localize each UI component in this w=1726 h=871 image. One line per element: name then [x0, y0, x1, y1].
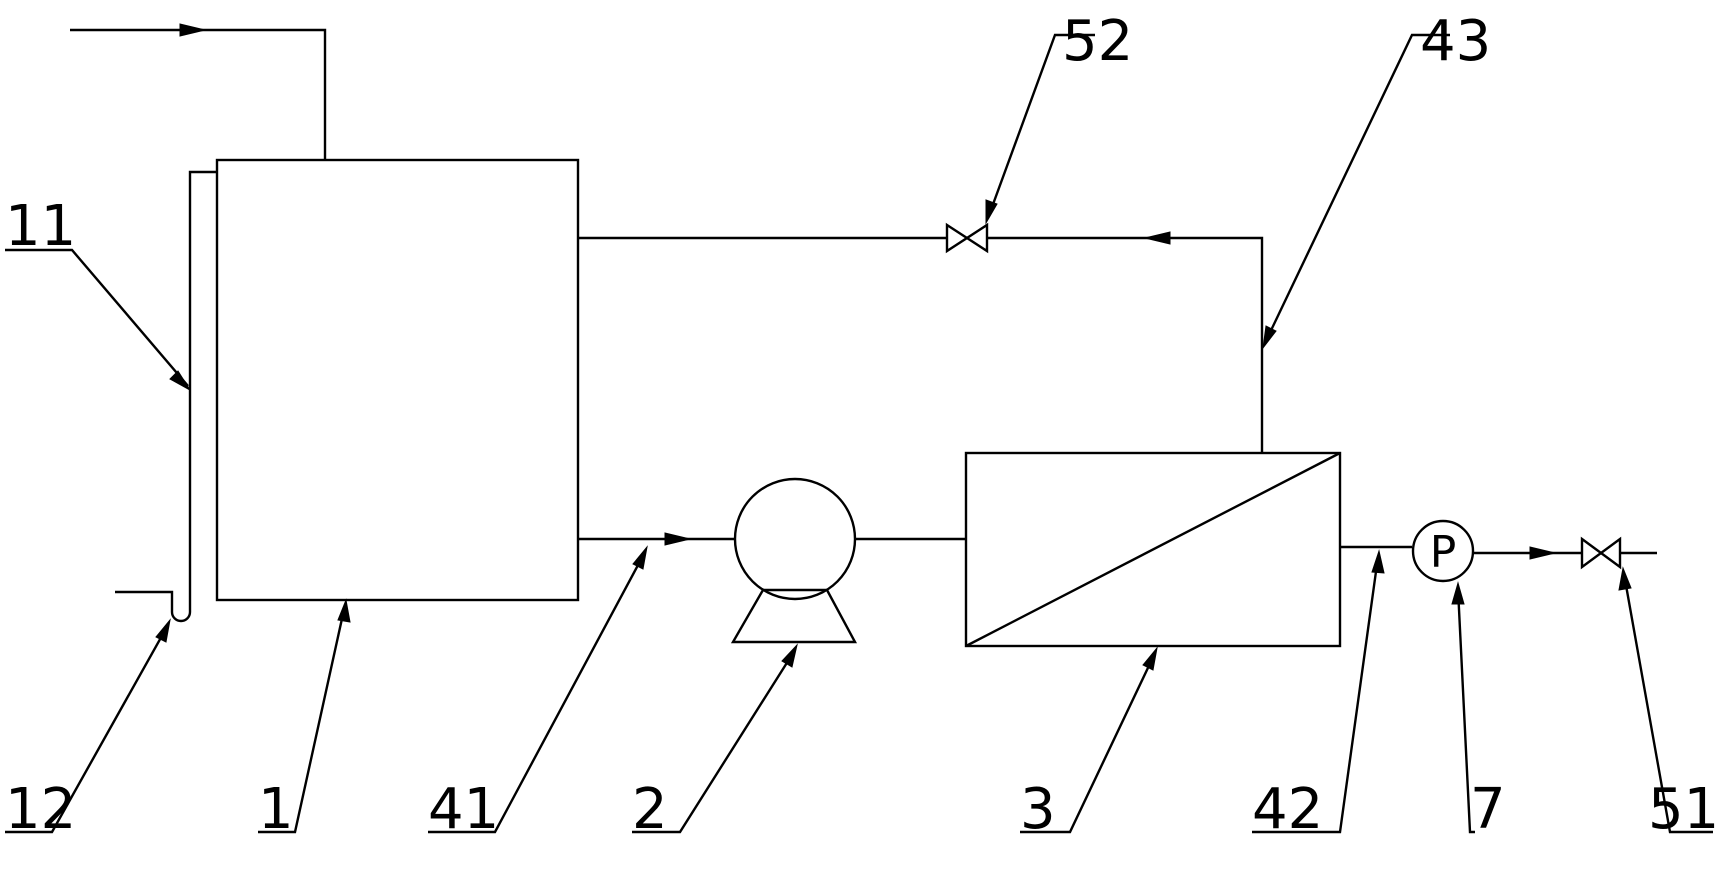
leader-41 — [428, 551, 647, 834]
leader-2 — [632, 649, 797, 834]
label-41: 41 — [428, 777, 499, 842]
leader-51 — [1622, 573, 1713, 834]
membrane-module-3-divider — [965, 451, 1341, 648]
return-pipe-43-arrow — [1144, 231, 1171, 245]
label-42: 42 — [1252, 777, 1323, 842]
pressure-gauge-7 — [1411, 519, 1475, 583]
leader-52 — [986, 33, 1095, 219]
leader-lines — [5, 33, 1713, 834]
label-7: 7 — [1470, 777, 1506, 842]
membrane-module-3 — [964, 451, 1342, 648]
component-labels: 12 1 41 2 3 42 7 51 11 52 43 — [5, 9, 1719, 842]
label-2: 2 — [632, 777, 668, 842]
leader-52-arrow — [985, 199, 998, 225]
leader-11-arrow — [169, 370, 191, 391]
leader-3-arrow — [1142, 646, 1158, 671]
leader-43 — [1263, 33, 1450, 344]
return-pipe-43 — [578, 236, 1264, 453]
label-43: 43 — [1420, 9, 1491, 74]
valve-51 — [1580, 536, 1622, 570]
leader-11 — [5, 248, 189, 387]
valve-52 — [945, 222, 989, 254]
leader-12 — [5, 624, 170, 834]
pipe-41-arrow — [664, 532, 691, 546]
feed-inlet-arrow — [179, 23, 206, 37]
label-11: 11 — [5, 194, 76, 259]
leader-42 — [1252, 556, 1380, 834]
leader-1 — [258, 604, 347, 834]
leader-51-arrow — [1618, 566, 1632, 591]
feed-inlet-pipe — [70, 28, 327, 160]
label-3: 3 — [1020, 777, 1056, 842]
outlet-pipe-arrow — [1529, 546, 1556, 560]
leader-43-arrow — [1262, 325, 1277, 350]
label-51: 51 — [1648, 777, 1719, 842]
pump-2 — [733, 477, 857, 601]
leader-7 — [1456, 588, 1475, 834]
leader-1-arrow — [337, 598, 351, 623]
level-gauge-tube-11 — [115, 170, 217, 623]
tank-1 — [215, 158, 580, 602]
leader-3 — [1020, 652, 1157, 834]
label-52: 52 — [1062, 9, 1133, 74]
pressure-gauge-letter: P — [1430, 527, 1457, 578]
label-12: 12 — [5, 777, 76, 842]
leader-12-arrow — [155, 618, 171, 643]
leader-7-arrow — [1451, 581, 1465, 605]
pump-2-base — [730, 588, 858, 644]
label-1: 1 — [258, 777, 294, 842]
leader-41-arrow — [632, 545, 648, 570]
leader-2-arrow — [781, 643, 798, 668]
leader-42-arrow — [1371, 549, 1385, 574]
